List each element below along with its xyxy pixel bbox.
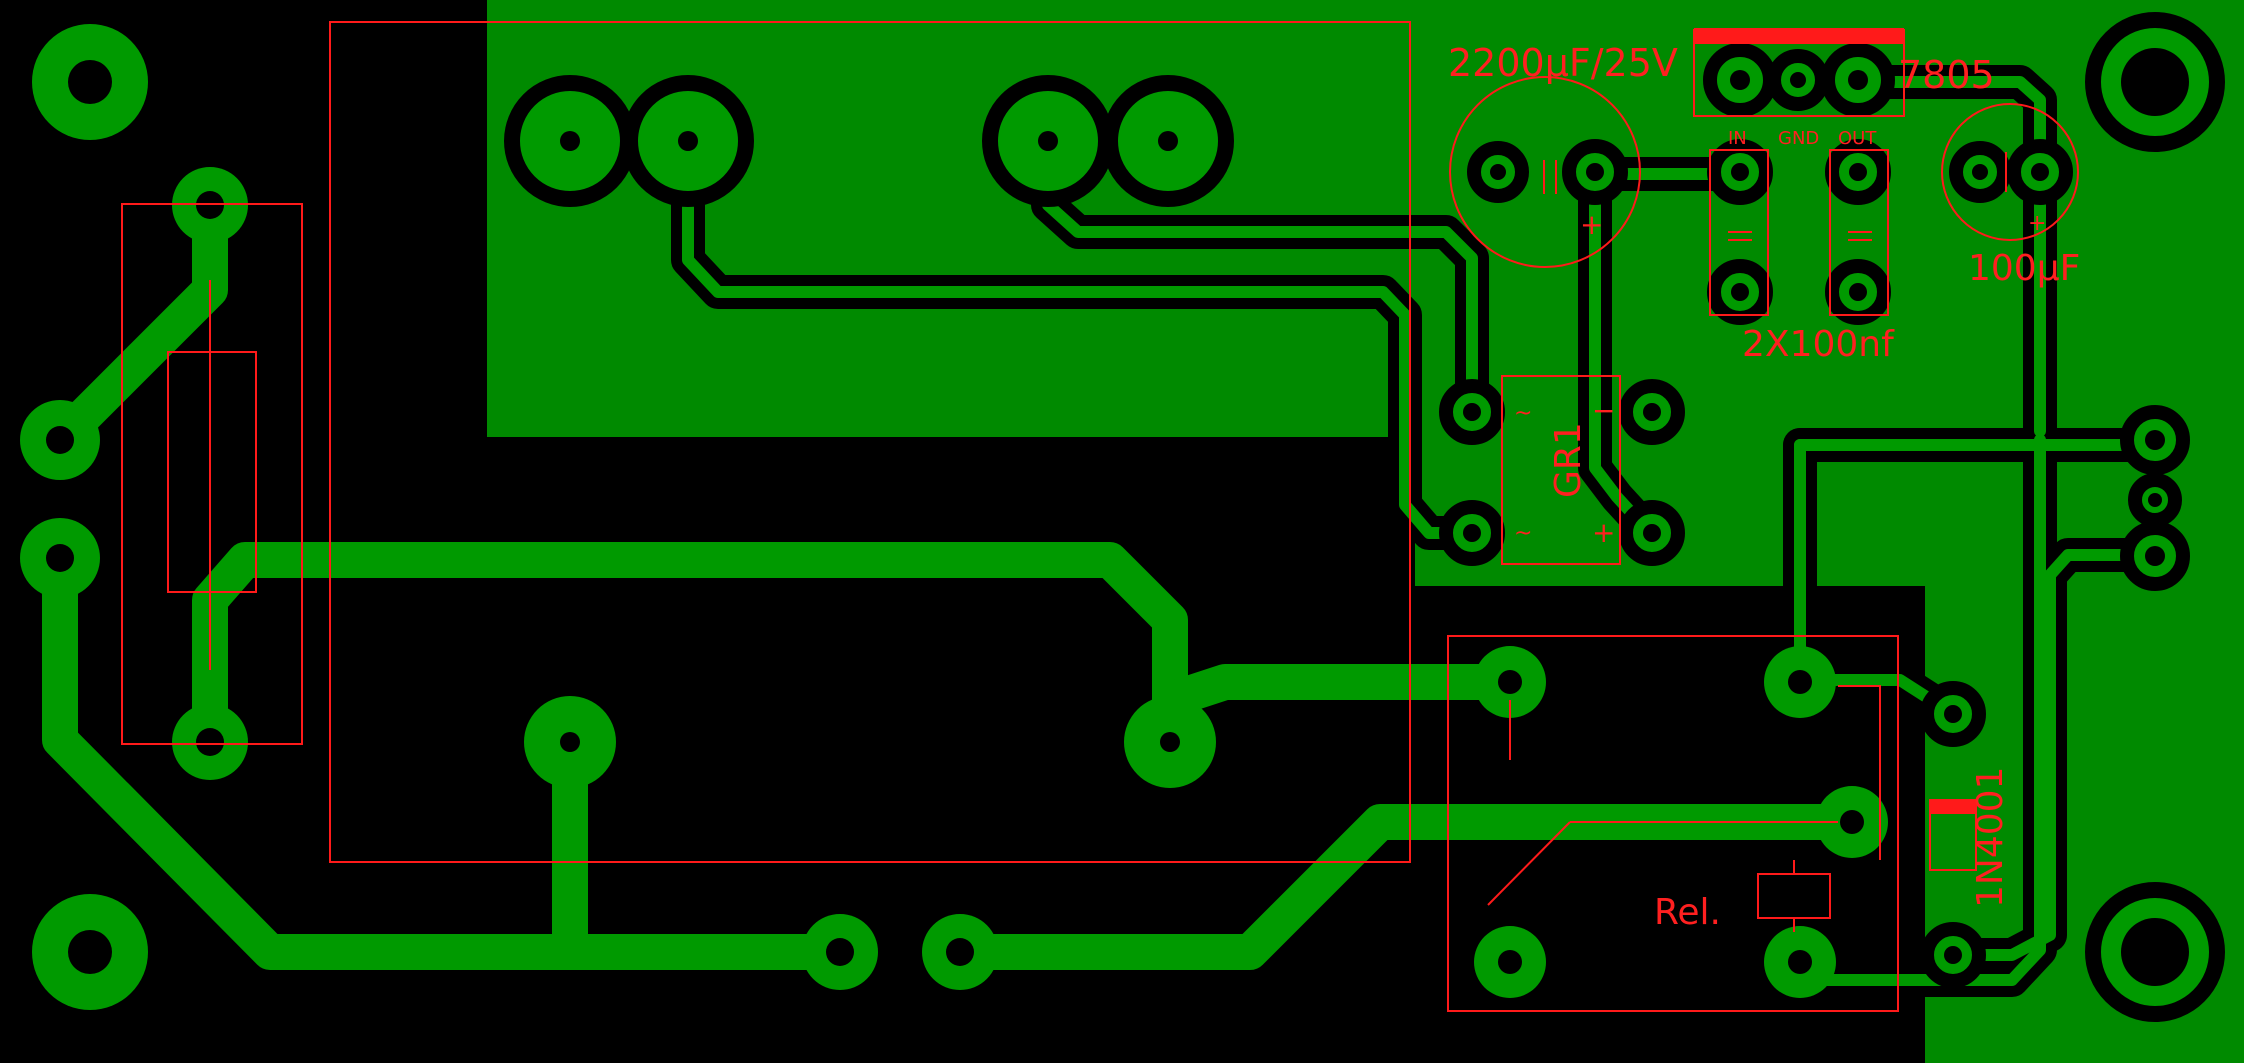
silkscreen-outlines — [121, 21, 2079, 1012]
relay-label: Rel. — [1654, 892, 1721, 933]
bridge-ac1-label: ~ — [1514, 401, 1532, 426]
diode-label: 1N4001 — [1970, 767, 2011, 908]
c4-value-label: 100µF — [1968, 248, 2080, 289]
bridge-label: GR1 — [1548, 422, 1589, 498]
bridge-plus-label: + — [1592, 516, 1615, 549]
pads — [20, 12, 2225, 1022]
reg-out-label: OUT — [1838, 128, 1877, 149]
mounting-holes — [32, 12, 2225, 1022]
reg-gnd-label: GND — [1778, 128, 1819, 149]
bridge-minus-label: − — [1592, 394, 1615, 427]
regulator-label: 7805 — [1898, 53, 1995, 97]
silkscreen-labels: 2200µF/25V 7805 IN GND OUT 100µF 2X100nf… — [1448, 41, 2080, 933]
silkscreen-fills — [1694, 28, 1976, 814]
copper-pour — [487, 0, 2244, 1063]
caps-value-label: 2X100nf — [1742, 324, 1895, 365]
reg-in-label: IN — [1728, 128, 1747, 149]
bridge-ac2-label: ~ — [1514, 521, 1532, 546]
c4-plus-label: + — [2028, 211, 2046, 236]
c1-plus-label: + — [1580, 208, 1603, 241]
c1-value-label: 2200µF/25V — [1448, 41, 1678, 85]
